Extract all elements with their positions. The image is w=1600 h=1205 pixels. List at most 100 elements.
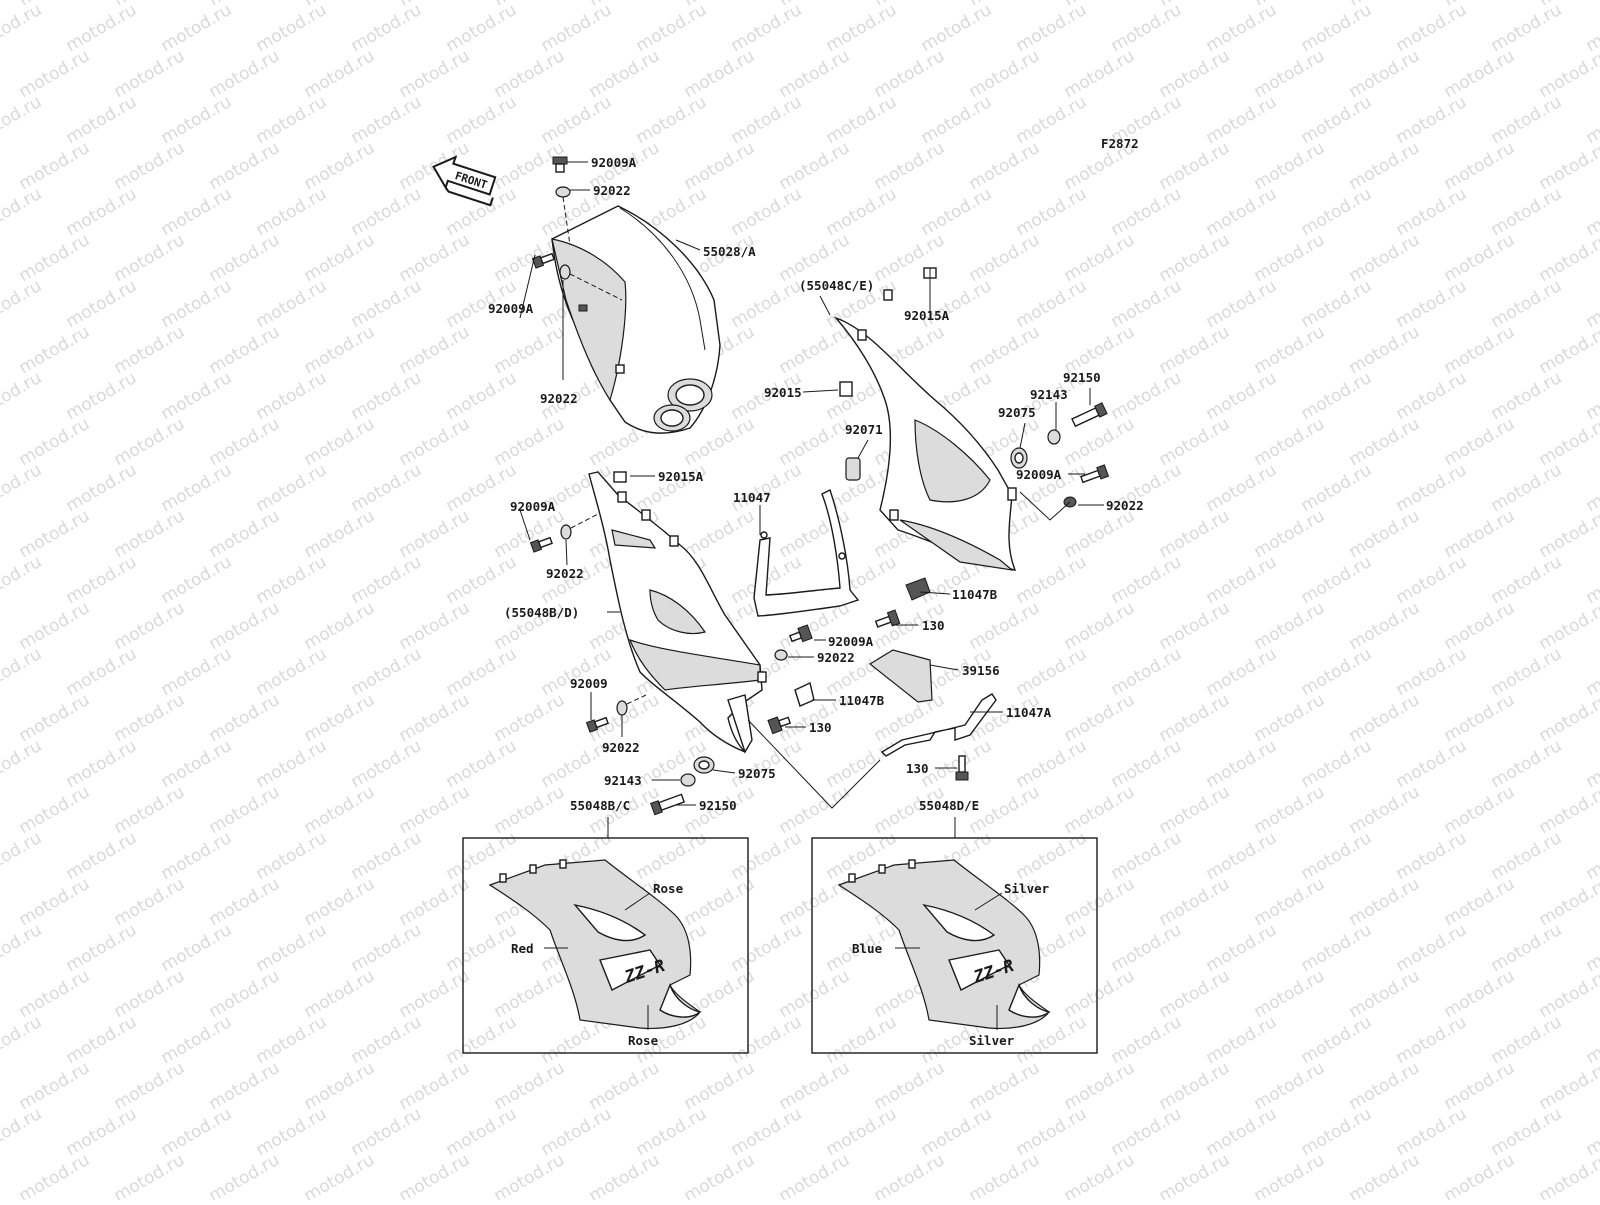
- watermark-text: motod.ru: [396, 782, 474, 838]
- watermark-text: motod.ru: [1346, 690, 1424, 746]
- watermark-text: motod.ru: [1251, 1058, 1329, 1114]
- watermark-text: motod.ru: [871, 1150, 949, 1200]
- watermark-text: motod.ru: [206, 1058, 284, 1114]
- watermark-text: motod.ru: [1203, 1196, 1281, 1200]
- watermark-text: motod.ru: [538, 1104, 616, 1160]
- watermark-text: motod.ru: [1393, 460, 1471, 516]
- watermark-text: motod.ru: [1441, 138, 1519, 194]
- watermark-text: motod.ru: [1393, 0, 1471, 56]
- watermark-text: motod.ru: [538, 1196, 616, 1200]
- callout-130-mid: 130: [809, 720, 832, 735]
- watermark-text: motod.ru: [1251, 1150, 1329, 1200]
- watermark-text: motod.ru: [111, 46, 189, 102]
- callout-11047b-lower: 11047B: [839, 693, 885, 708]
- watermark-text: motod.ru: [16, 322, 94, 378]
- watermark-text: motod.ru: [1393, 92, 1471, 148]
- callout-55028a: 55028/A: [703, 244, 756, 259]
- watermark-text: motod.ru: [1156, 322, 1234, 378]
- watermark-text: motod.ru: [728, 0, 806, 56]
- watermark-text: motod.ru: [1108, 1196, 1186, 1200]
- watermark-text: motod.ru: [1013, 1104, 1091, 1160]
- watermark-text: motod.ru: [63, 368, 141, 424]
- watermark-text: motod.ru: [918, 1196, 996, 1200]
- watermark-text: motod.ru: [63, 828, 141, 884]
- watermark-text: motod.ru: [63, 184, 141, 240]
- watermark-text: motod.ru: [253, 1196, 331, 1200]
- watermark-text: motod.ru: [1393, 276, 1471, 332]
- watermark-text: motod.ru: [918, 0, 996, 56]
- watermark-text: motod.ru: [1583, 184, 1600, 240]
- watermark-text: motod.ru: [396, 230, 474, 286]
- watermark-text: motod.ru: [1298, 0, 1376, 56]
- watermark-text: motod.ru: [1108, 552, 1186, 608]
- watermark-text: motod.ru: [1441, 690, 1519, 746]
- watermark-text: motod.ru: [0, 552, 45, 608]
- watermark-text: motod.ru: [396, 690, 474, 746]
- watermark-text: motod.ru: [0, 184, 45, 240]
- watermark-text: motod.ru: [253, 368, 331, 424]
- watermark-text: motod.ru: [633, 828, 711, 884]
- watermark-text: motod.ru: [0, 460, 45, 516]
- watermark-text: motod.ru: [728, 1104, 806, 1160]
- watermark-text: motod.ru: [1488, 276, 1566, 332]
- watermark-text: motod.ru: [776, 322, 854, 378]
- watermark-text: motod.ru: [63, 1104, 141, 1160]
- watermark-text: motod.ru: [1488, 0, 1566, 56]
- watermark-text: motod.ru: [111, 966, 189, 1022]
- callout-39156: 39156: [962, 663, 1000, 678]
- watermark-text: motod.ru: [1203, 0, 1281, 56]
- watermark-text: motod.ru: [918, 1104, 996, 1160]
- grommet-92071-icon: [846, 458, 860, 480]
- watermark-text: motod.ru: [1536, 230, 1600, 286]
- watermark-text: motod.ru: [111, 414, 189, 470]
- watermark-text: motod.ru: [16, 138, 94, 194]
- collar-92143-left-icon: [681, 774, 695, 786]
- watermark-text: motod.ru: [1298, 552, 1376, 608]
- watermark-text: motod.ru: [1536, 690, 1600, 746]
- callout-92150-right: 92150: [1063, 370, 1101, 385]
- watermark-text: motod.ru: [348, 92, 426, 148]
- watermark-text: motod.ru: [728, 92, 806, 148]
- watermark-text: motod.ru: [1203, 92, 1281, 148]
- watermark-text: motod.ru: [1013, 0, 1091, 56]
- callout-92022-left3: 92022: [602, 740, 640, 755]
- watermark-text: motod.ru: [158, 1196, 236, 1200]
- watermark-text: motod.ru: [1013, 92, 1091, 148]
- watermark-text: motod.ru: [443, 1196, 521, 1200]
- watermark-text: motod.ru: [966, 1058, 1044, 1114]
- watermark-text: motod.ru: [0, 1012, 45, 1068]
- watermark-text: motod.ru: [253, 92, 331, 148]
- watermark-text: motod.ru: [1298, 920, 1376, 976]
- watermark-text: motod.ru: [728, 1012, 806, 1068]
- watermark-text: motod.ru: [0, 92, 45, 148]
- variant-left-rose-bottom: Rose: [628, 1033, 659, 1048]
- callout-11047b-upper: 11047B: [952, 587, 998, 602]
- watermark-text: motod.ru: [1346, 322, 1424, 378]
- watermark-text: motod.ru: [301, 782, 379, 838]
- callout-55048bd: (55048B/D): [504, 605, 579, 620]
- watermark-text: motod.ru: [253, 920, 331, 976]
- watermark-text: motod.ru: [1346, 1150, 1424, 1200]
- watermark-text: motod.ru: [491, 322, 569, 378]
- callout-92075-right: 92075: [998, 405, 1036, 420]
- watermark-text: motod.ru: [1298, 644, 1376, 700]
- watermark-text: motod.ru: [1441, 414, 1519, 470]
- watermark-text: motod.ru: [206, 506, 284, 562]
- watermark-text: motod.ru: [0, 368, 45, 424]
- callout-130-upper: 130: [922, 618, 945, 633]
- watermark-text: motod.ru: [681, 138, 759, 194]
- watermark-text: motod.ru: [1536, 138, 1600, 194]
- watermark-text: motod.ru: [1203, 368, 1281, 424]
- watermark-text: motod.ru: [253, 0, 331, 56]
- watermark-text: motod.ru: [63, 920, 141, 976]
- watermark-text: motod.ru: [158, 552, 236, 608]
- watermark-text: motod.ru: [1583, 920, 1600, 976]
- watermark-text: motod.ru: [1346, 506, 1424, 562]
- watermark-text: motod.ru: [1536, 1150, 1600, 1200]
- variant-right-silver-bottom: Silver: [969, 1033, 1015, 1048]
- watermark-text: motod.ru: [1298, 184, 1376, 240]
- watermark-text: motod.ru: [1441, 966, 1519, 1022]
- watermark-text: motod.ru: [443, 920, 521, 976]
- watermark-text: motod.ru: [491, 506, 569, 562]
